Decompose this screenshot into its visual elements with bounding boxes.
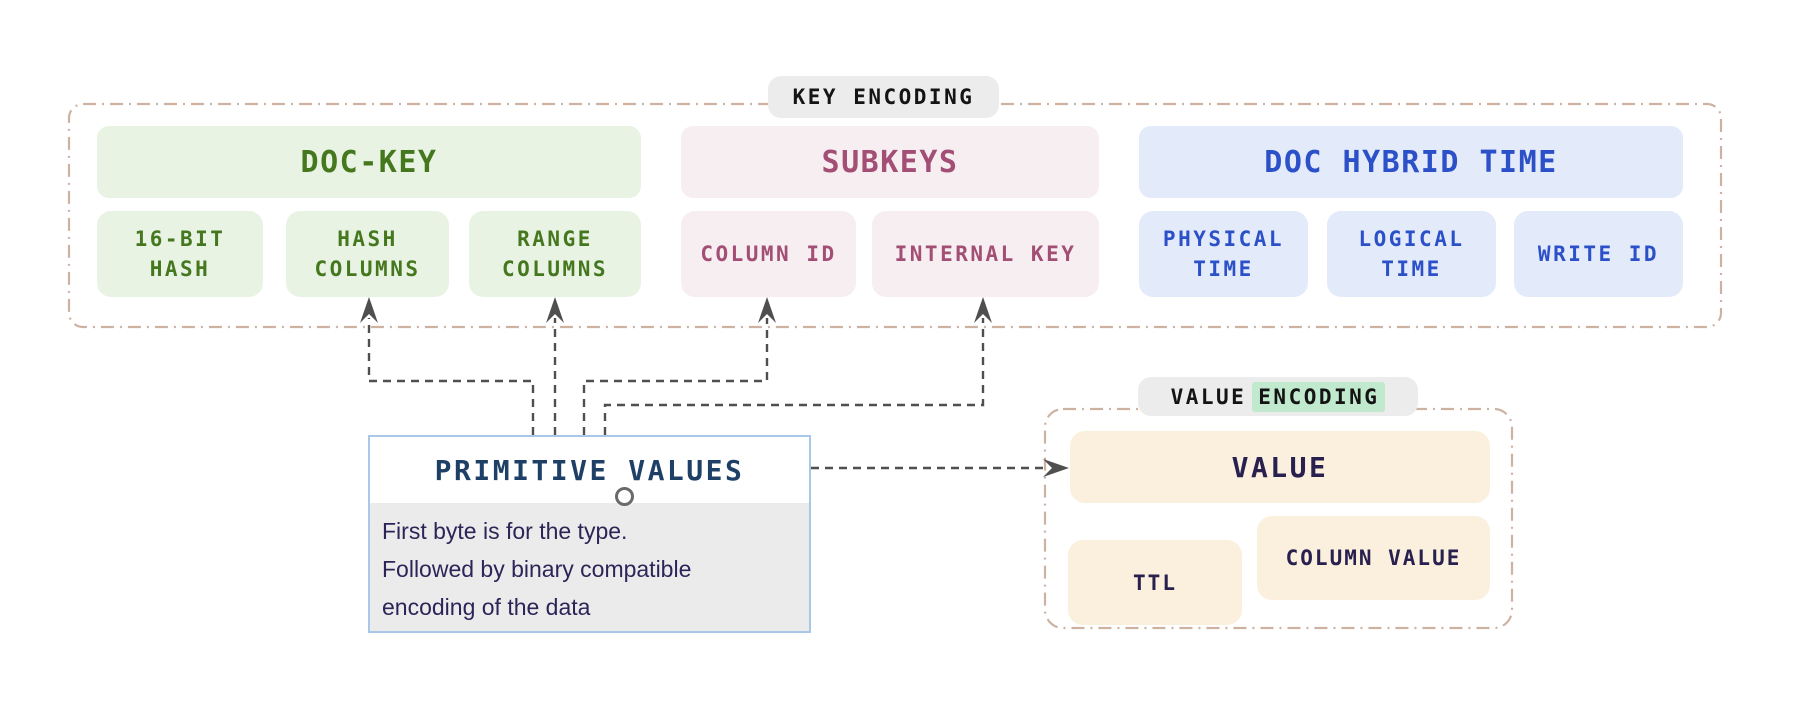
value-encoding-badge-highlight: ENCODING bbox=[1252, 381, 1386, 412]
arrowhead-range-columns-icon bbox=[546, 297, 564, 323]
arrowhead-column-id-icon bbox=[758, 297, 776, 323]
box-column-id: COLUMN ID bbox=[681, 211, 856, 297]
arrowhead-value-icon bbox=[1043, 459, 1069, 477]
arrowhead-internal-key-icon bbox=[974, 297, 992, 323]
group-header-subkeys: SUBKEYS bbox=[681, 126, 1099, 198]
box-logical-time: LOGICAL TIME bbox=[1327, 211, 1496, 297]
box-internal-key: INTERNAL KEY bbox=[872, 211, 1099, 297]
description-line: First byte is for the type. bbox=[382, 518, 628, 544]
connector-dot-icon bbox=[615, 487, 634, 506]
group-header-doc-key: DOC-KEY bbox=[97, 126, 641, 198]
connector-hash-columns bbox=[367, 318, 535, 435]
primitive-values-card: PRIMITIVE VALUES First byte is for the t… bbox=[368, 435, 811, 633]
box-hash-columns: HASH COLUMNS bbox=[286, 211, 449, 297]
value-encoding-container-border bbox=[1043, 407, 1514, 630]
box-value: VALUE bbox=[1070, 431, 1490, 503]
connector-internal-key bbox=[603, 318, 985, 435]
group-header-doc-hybrid-time: DOC HYBRID TIME bbox=[1139, 126, 1683, 198]
box-ttl: TTL bbox=[1068, 540, 1242, 625]
primitive-values-description: First byte is for the type. Followed by … bbox=[370, 503, 809, 631]
value-encoding-badge-plain: VALUE bbox=[1170, 384, 1247, 409]
primitive-values-title: PRIMITIVE VALUES bbox=[434, 453, 745, 487]
box-range-columns: RANGE COLUMNS bbox=[469, 211, 641, 297]
box-write-id: WRITE ID bbox=[1514, 211, 1683, 297]
key-encoding-badge: KEY ENCODING bbox=[768, 76, 999, 118]
description-line: Followed by binary compatible bbox=[382, 556, 692, 582]
box-column-value: COLUMN VALUE bbox=[1257, 516, 1490, 600]
box-16-bit-hash: 16-BIT HASH bbox=[97, 211, 263, 297]
arrowhead-hash-columns-icon bbox=[360, 297, 378, 323]
connector-column-id bbox=[582, 318, 769, 435]
box-physical-time: PHYSICAL TIME bbox=[1139, 211, 1308, 297]
description-line: encoding of the data bbox=[382, 594, 591, 620]
